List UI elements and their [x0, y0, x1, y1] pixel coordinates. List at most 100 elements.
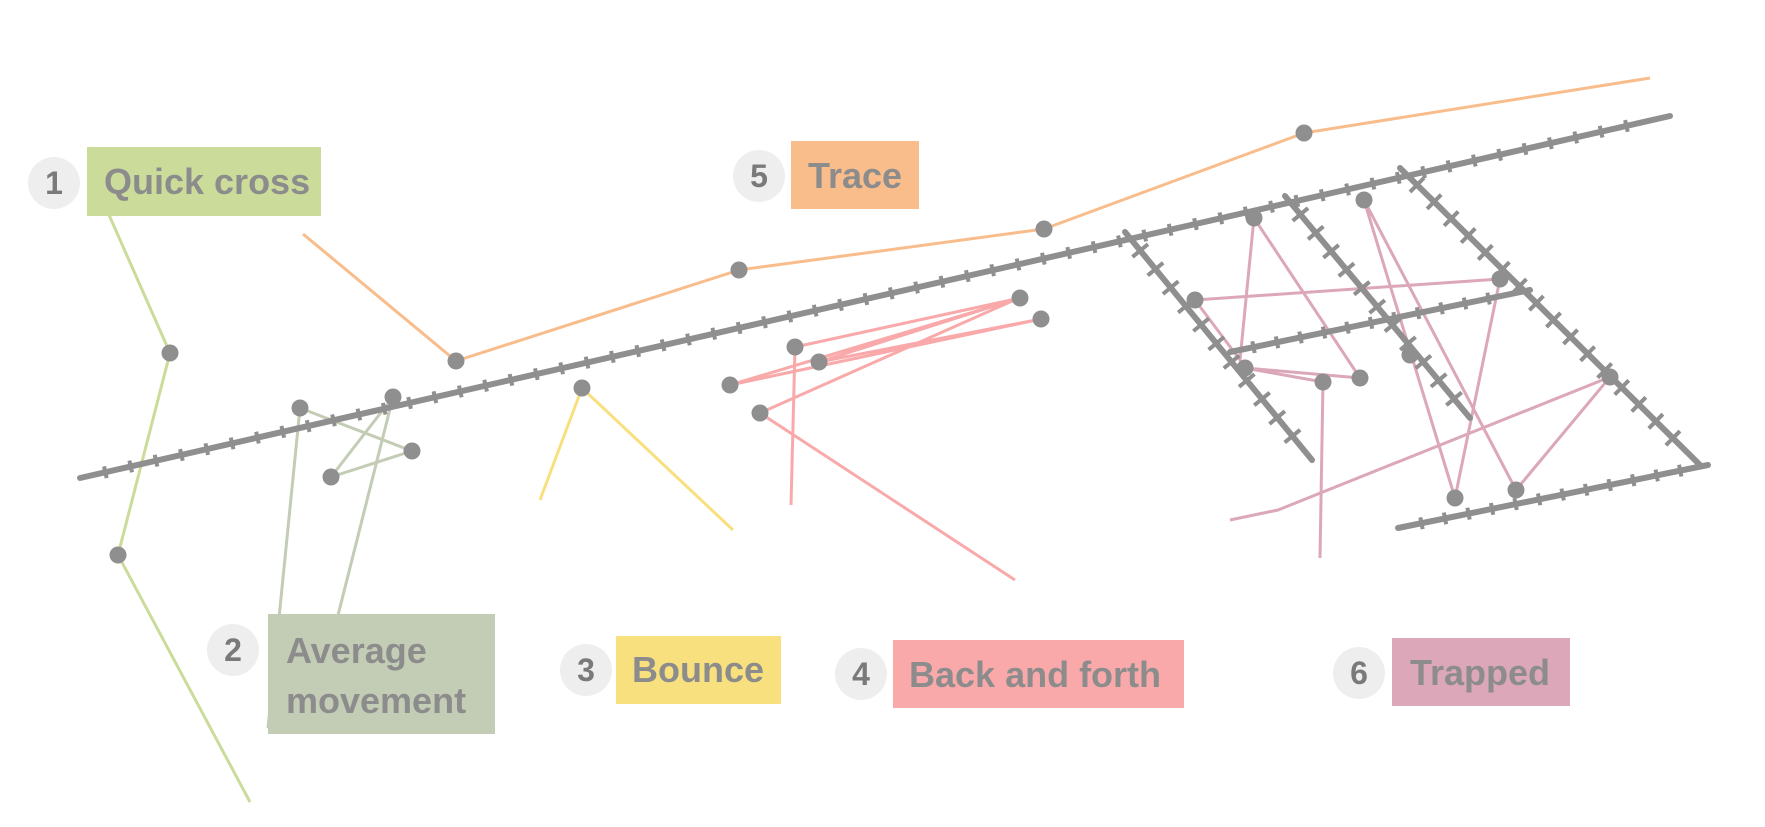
main-rail-tick [710, 327, 718, 340]
badge-1-number: 1 [45, 165, 63, 201]
node [1401, 346, 1419, 364]
label-4-box [893, 640, 1184, 708]
main-rail-tick [735, 321, 743, 335]
trap-rail-mid-tick [1383, 317, 1402, 333]
node [1446, 489, 1464, 507]
trap-rail-left-tick [1237, 372, 1256, 389]
main-rail-tick [355, 408, 363, 421]
main-rail-tick [533, 367, 540, 381]
label-5-text: Trace [808, 155, 902, 196]
trap-rail-left-tick [1252, 391, 1271, 407]
trap-rail-mid-tick [1337, 261, 1356, 278]
main-rail-tick [811, 304, 819, 317]
trap-rail-bottom-tick [1677, 464, 1684, 477]
main-rail-tick [685, 333, 692, 346]
main-rail-tick [1141, 229, 1149, 242]
main-rail-tick [1090, 240, 1098, 254]
badge-2-number: 2 [224, 632, 242, 668]
trap-rail-right-tick [1425, 193, 1443, 211]
main-rail-tick [1623, 119, 1630, 133]
trap-rail-right-tick [1647, 412, 1665, 430]
trap-rail-right-tick [1579, 345, 1597, 363]
path-trace [302, 76, 1651, 363]
main-rail-tick [1217, 211, 1225, 225]
node [1035, 220, 1053, 238]
node [1236, 359, 1254, 377]
label-2-text-line2: movement [286, 680, 466, 721]
trap-rail-left-tick [1161, 279, 1180, 296]
label-1-box [87, 147, 321, 216]
main-rail-tick [1192, 217, 1199, 231]
trap-rail-right-tick [1408, 176, 1426, 194]
main-rail-tick [203, 442, 211, 456]
main-rail-tick [1521, 142, 1529, 156]
movement-paths [96, 76, 1651, 803]
main-rail-tick [964, 269, 971, 283]
trap-rail-inner [1227, 287, 1533, 355]
boundary-rails [77, 113, 1711, 531]
main-rail-tick [1014, 258, 1022, 271]
label-3-box [616, 636, 781, 704]
trap-rail-mid-tick [1445, 390, 1463, 407]
trap-rail-inner-tick [1485, 292, 1492, 305]
main-rail-tick [228, 437, 236, 450]
main-rail-tick [1394, 171, 1402, 185]
node [291, 399, 309, 417]
path-back-and-forth [728, 296, 1043, 582]
trap-rail-bottom-tick [1512, 497, 1519, 511]
path-bounce [538, 386, 735, 532]
trap-rail-inner-tick [1367, 316, 1375, 330]
label-average-movement: 2 Average movement [207, 614, 495, 734]
main-rail-tick [887, 287, 895, 300]
label-4-text: Back and forth [909, 654, 1161, 695]
trap-rail-left-tick [1222, 354, 1241, 370]
trap-rail-left-tick [1268, 409, 1287, 426]
trap-rail-mid-tick [1414, 353, 1433, 370]
trap-rail-inner-tick [1438, 302, 1445, 315]
main-rail-tick [862, 292, 870, 306]
trap-rail-inner-tick [1250, 340, 1257, 354]
node [1295, 124, 1313, 142]
trap-rail-left-tick [1283, 428, 1302, 445]
main-rail-tick [1166, 223, 1174, 237]
label-1-text: Quick cross [104, 161, 310, 202]
trap-rail-right-tick [1613, 378, 1631, 397]
label-2-text-line1: Average [286, 630, 427, 671]
node [447, 352, 465, 370]
trap-rail-bottom-tick [1465, 507, 1472, 520]
trap-rail-mid-tick [1429, 372, 1448, 389]
node [1245, 209, 1263, 227]
main-rail-tick [609, 350, 616, 364]
main-rail-tick [507, 373, 515, 387]
node [1186, 291, 1204, 309]
badge-5 [733, 150, 785, 202]
trap-rail-right-tick [1630, 395, 1648, 413]
main-rail-tick [786, 310, 794, 323]
main-rail-tick [1496, 148, 1503, 162]
main-rail-tick [761, 315, 768, 329]
trap-rail-right-tick [1459, 227, 1477, 245]
trap-rail-inner-tick [1344, 321, 1351, 334]
node [573, 379, 591, 397]
trap-rail-right-tick [1562, 328, 1580, 346]
label-trapped: 6 Trapped [1333, 638, 1570, 706]
trap-rail-mid-tick [1368, 298, 1387, 315]
badge-6 [1333, 647, 1385, 699]
main-rail-tick [837, 298, 844, 312]
trap-rail-inner-tick [1461, 297, 1469, 310]
main-rail-tick [659, 338, 667, 352]
label-5-box [791, 141, 919, 209]
trap-rail-inner-tick [1391, 311, 1398, 325]
main-rail-tick [938, 275, 946, 289]
main-rail-tick [406, 396, 413, 410]
trap-rail-right-tick [1442, 210, 1460, 228]
path-nodes [109, 124, 1619, 564]
node [730, 261, 748, 279]
label-6-text: Trapped [1410, 652, 1550, 693]
label-trace: 5 Trace [733, 141, 919, 209]
main-rail-tick [558, 362, 565, 375]
trap-rail-mid-tick [1352, 280, 1371, 297]
node [1011, 289, 1029, 307]
trap-rail-bottom-tick [1418, 516, 1425, 530]
trap-rail-right-tick [1527, 294, 1545, 312]
